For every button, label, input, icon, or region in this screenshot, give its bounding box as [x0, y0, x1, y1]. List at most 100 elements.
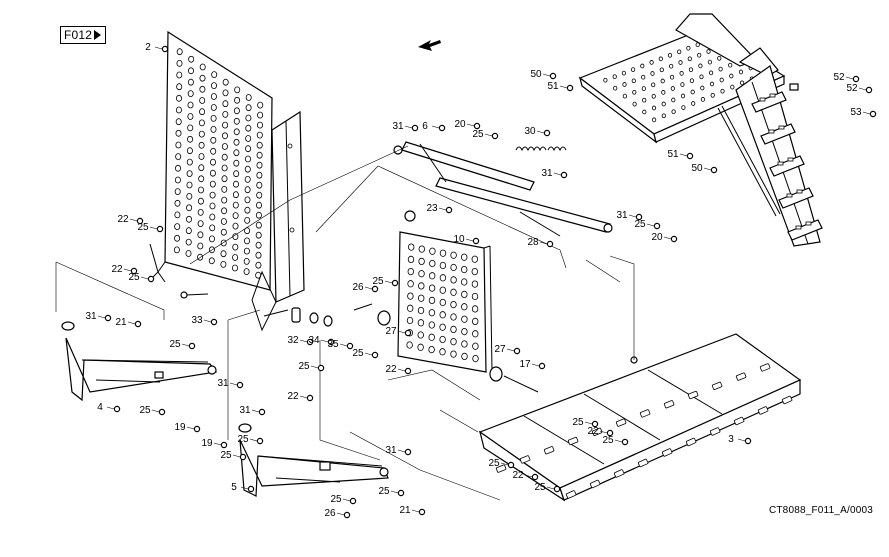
callout-label: 19: [174, 422, 186, 433]
plate-hole: [220, 261, 227, 268]
ladder-slot: [543, 446, 555, 455]
callout-label: 22: [385, 364, 397, 375]
plate-hole: [679, 71, 684, 76]
fastener-marker: [865, 86, 873, 94]
step-slot: [777, 161, 784, 166]
callout-label: 50: [530, 69, 542, 80]
plate-hole: [209, 191, 216, 199]
plate-hole: [197, 209, 204, 216]
plate-hole: [186, 181, 193, 189]
ladder-slot: [735, 372, 747, 381]
fastener-marker: [404, 448, 412, 456]
callout-leader: [614, 439, 623, 443]
plate-hole: [256, 141, 263, 149]
step-slot: [759, 97, 766, 102]
callout-leader: [151, 409, 160, 413]
fastener-marker: [247, 485, 255, 493]
plate-hole: [429, 272, 436, 280]
plate-hole: [461, 278, 468, 286]
callout-leader: [559, 85, 568, 89]
plate-hole: [407, 255, 415, 264]
plate-hole: [622, 82, 627, 87]
plate-hole: [209, 158, 216, 166]
callout-label: 25: [298, 361, 310, 372]
fastener-marker: [744, 437, 752, 445]
plate-hole: [418, 257, 425, 266]
plate-hole: [220, 228, 227, 236]
play-triangle-icon: [94, 30, 102, 40]
plate-hole: [630, 67, 636, 72]
plate-hole: [661, 90, 666, 95]
plate-hole: [198, 141, 205, 149]
plate-hole: [221, 207, 228, 215]
figure-reference-box: F012: [60, 26, 107, 44]
plate-hole: [450, 338, 457, 346]
plate-hole: [681, 105, 686, 110]
callout-label: 31: [239, 405, 251, 416]
callout-leader: [531, 363, 540, 367]
plate-hole: [232, 180, 239, 188]
plate-hole: [255, 211, 262, 219]
callout-label: 22: [587, 426, 599, 437]
plate-hole: [428, 333, 435, 341]
callout-leader: [364, 352, 373, 356]
callout-label: 25: [137, 222, 149, 233]
callout-leader: [203, 319, 212, 323]
callout-label: 52: [846, 83, 858, 94]
plate-hole: [174, 176, 181, 184]
plate-hole: [244, 186, 251, 194]
plate-hole: [690, 89, 695, 95]
plate-hole: [257, 101, 264, 109]
ladder-slot: [733, 416, 745, 426]
fastener-marker: [220, 441, 228, 449]
plate-hole: [232, 243, 239, 251]
plate-hole: [233, 128, 240, 136]
plate-hole: [660, 78, 665, 84]
plate-hole: [255, 201, 262, 209]
plate-hole: [188, 55, 195, 63]
callout-leader: [500, 462, 509, 466]
callout-leader: [320, 339, 329, 343]
plate-hole: [659, 67, 664, 73]
callout-leader: [229, 382, 238, 386]
bolt-hardware-group: [353, 303, 539, 393]
plate-hole: [174, 199, 181, 207]
plate-hole: [197, 242, 204, 250]
callout-label: 33: [191, 315, 203, 326]
callout-label: 52: [833, 72, 845, 83]
callout-label: 34: [308, 335, 320, 346]
plate-hole: [670, 86, 675, 91]
plate-hole: [658, 56, 663, 62]
plate-hole: [232, 254, 239, 261]
plate-hole: [461, 253, 468, 261]
plate-hole: [641, 74, 646, 80]
plate-hole: [471, 280, 479, 288]
callout-leader: [628, 214, 637, 218]
fastener-marker: [491, 132, 499, 140]
callout-label: 25: [372, 276, 384, 287]
step-slot: [786, 193, 793, 198]
plate-hole: [185, 215, 192, 223]
fastener-marker: [161, 45, 169, 53]
plate-hole: [244, 196, 251, 204]
callout-label: 19: [201, 438, 213, 449]
plate-hole: [680, 82, 685, 87]
plate-hole: [407, 267, 414, 276]
plate-hole: [669, 74, 675, 80]
plate-hole: [245, 135, 252, 142]
callout-leader: [599, 430, 608, 434]
callout-leader: [411, 509, 420, 513]
fastener-marker: [404, 329, 412, 337]
ladder-slot: [759, 363, 771, 372]
fastener-marker: [397, 489, 405, 497]
plate-hole: [407, 280, 414, 288]
ladder-slot: [639, 409, 651, 418]
plate-hole: [245, 104, 252, 112]
callout-leader: [542, 73, 551, 77]
plate-hole: [649, 60, 654, 65]
plate-hole: [222, 121, 229, 129]
plate-hole: [174, 234, 181, 242]
plate-hole: [210, 147, 217, 155]
callout-label: 31: [392, 121, 404, 132]
plate-hole: [697, 52, 702, 58]
